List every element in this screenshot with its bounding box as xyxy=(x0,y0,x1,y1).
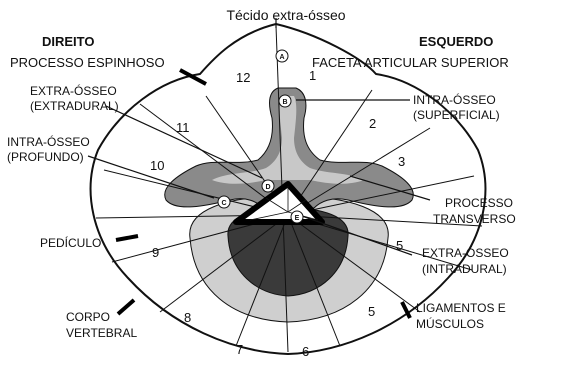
label-extra-osseo-extradural-2: (EXTRADURAL) xyxy=(30,99,119,113)
label-extra-osseo-intradural-1: EXTRA-ÓSSEO xyxy=(422,245,509,260)
zone-letter-e: E xyxy=(295,215,300,222)
label-pediculo: PEDÍCULO xyxy=(40,235,101,250)
right-side-subheading: FACETA ARTICULAR SUPERIOR xyxy=(312,55,509,70)
label-extra-osseo-extradural-1: EXTRA-ÓSSEO xyxy=(30,83,117,98)
label-intra-osseo-superficial-1: INTRA-ÓSSEO xyxy=(413,92,496,107)
sector-9: 9 xyxy=(152,245,159,260)
label-corpo-vertebral-2: VERTEBRAL xyxy=(66,326,137,340)
sector-5b: 5 xyxy=(368,304,375,319)
sector-1: 1 xyxy=(309,68,316,83)
label-extra-osseo-intradural-2: (INTRADURAL) xyxy=(422,262,507,276)
sector-3: 3 xyxy=(398,154,405,169)
sector-6: 6 xyxy=(302,344,309,359)
label-ligamentos-musculos-2: MÚSCULOS xyxy=(416,316,484,331)
diagram-title: Técido extra-ósseo xyxy=(226,7,345,23)
label-corpo-vertebral-1: CORPO xyxy=(66,310,110,324)
zone-letter-b: B xyxy=(282,99,287,106)
zone-letter-c: C xyxy=(221,200,226,207)
label-intra-osseo-superficial-2: (SUPERFICIAL) xyxy=(413,108,500,122)
sector-11: 11 xyxy=(176,120,190,135)
right-side-heading: ESQUERDO xyxy=(419,34,493,49)
sector-5a: 5 xyxy=(396,238,403,253)
zone-letter-d: D xyxy=(265,184,270,191)
label-processo-transverso-1: PROCESSO xyxy=(445,196,513,210)
left-side-subheading: PROCESSO ESPINHOSO xyxy=(10,55,165,70)
label-ligamentos-musculos-1: LIGAMENTOS E xyxy=(416,301,506,315)
sector-2: 2 xyxy=(369,116,376,131)
sector-10: 10 xyxy=(150,158,164,173)
sector-8: 8 xyxy=(184,310,191,325)
sector-12: 12 xyxy=(236,70,250,85)
sector-7: 7 xyxy=(236,342,243,357)
label-intra-osseo-profundo-2: (PROFUNDO) xyxy=(7,150,84,164)
zone-letter-a: A xyxy=(279,54,284,61)
label-intra-osseo-profundo-1: INTRA-ÓSSEO xyxy=(7,134,90,149)
left-side-heading: DIREITO xyxy=(42,34,95,49)
label-processo-transverso-2: TRANSVERSO xyxy=(433,212,516,226)
